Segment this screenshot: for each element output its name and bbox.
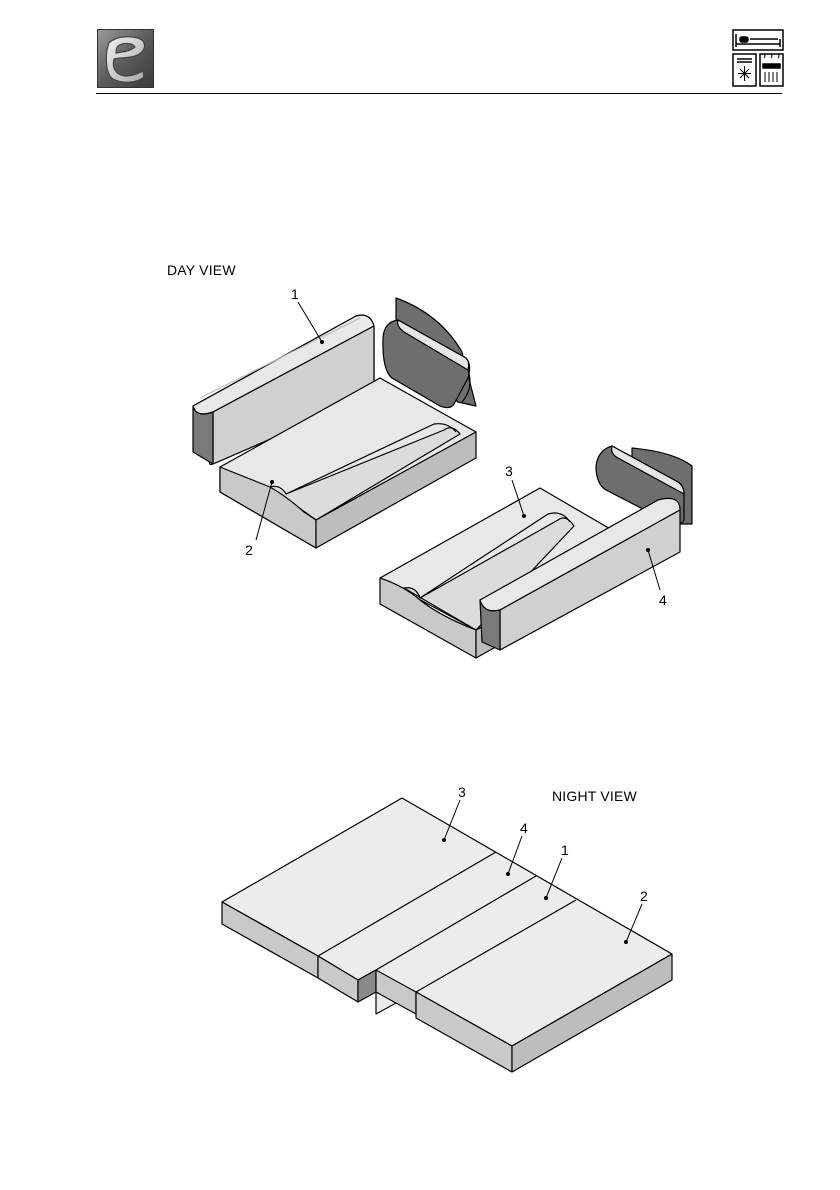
night-callout-4: 4 [520,820,528,836]
night-callout-1: 1 [561,842,569,858]
night-callout-3: 3 [458,784,466,800]
night-callout-2: 2 [640,888,648,904]
